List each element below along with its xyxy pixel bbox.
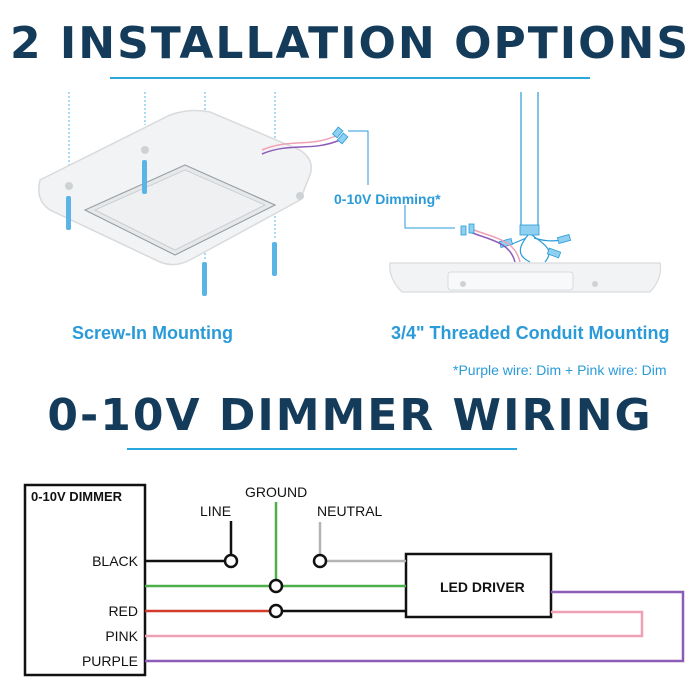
purple-wire bbox=[145, 590, 685, 663]
screw-icons bbox=[66, 160, 277, 296]
dimming-callout: 0-10V Dimming* bbox=[334, 191, 441, 207]
ground-label: GROUND bbox=[245, 484, 308, 500]
dimmer-box bbox=[23, 483, 147, 677]
led-driver-box bbox=[404, 552, 553, 619]
installation-options-title: 2 INSTALLATION OPTIONS bbox=[9, 18, 691, 69]
line-connector bbox=[223, 553, 239, 569]
pink-wire bbox=[145, 610, 644, 638]
neutral-connector bbox=[312, 553, 328, 569]
red-wire-label: RED bbox=[108, 603, 138, 619]
ground-connector bbox=[268, 578, 284, 594]
screw-in-fixture-image bbox=[38, 109, 312, 266]
driver-box-title: LED DRIVER bbox=[440, 579, 525, 595]
pink-wire-label: PINK bbox=[105, 628, 138, 644]
dimmer-box-title: 0-10V DIMMER bbox=[31, 489, 123, 504]
neutral-label: NEUTRAL bbox=[317, 503, 383, 519]
wire-nut-connectors bbox=[223, 553, 328, 619]
conduit-fixture-image bbox=[389, 92, 662, 293]
conduit-mounting-label: 3/4" Threaded Conduit Mounting bbox=[391, 323, 670, 343]
title-underline bbox=[110, 77, 590, 79]
line-label: LINE bbox=[200, 503, 232, 519]
wire-footnote: *Purple wire: Dim + Pink wire: Dim bbox=[453, 362, 667, 378]
red-connector bbox=[268, 603, 284, 619]
black-wire-label: BLACK bbox=[92, 553, 138, 569]
purple-wire-label: PURPLE bbox=[81, 653, 138, 669]
screw-in-mounting-label: Screw-In Mounting bbox=[72, 323, 233, 343]
callout-connectors bbox=[348, 130, 455, 229]
wiring-title-underline bbox=[127, 448, 517, 450]
dimmer-wiring-title: 0-10V DIMMER WIRING bbox=[47, 390, 653, 441]
